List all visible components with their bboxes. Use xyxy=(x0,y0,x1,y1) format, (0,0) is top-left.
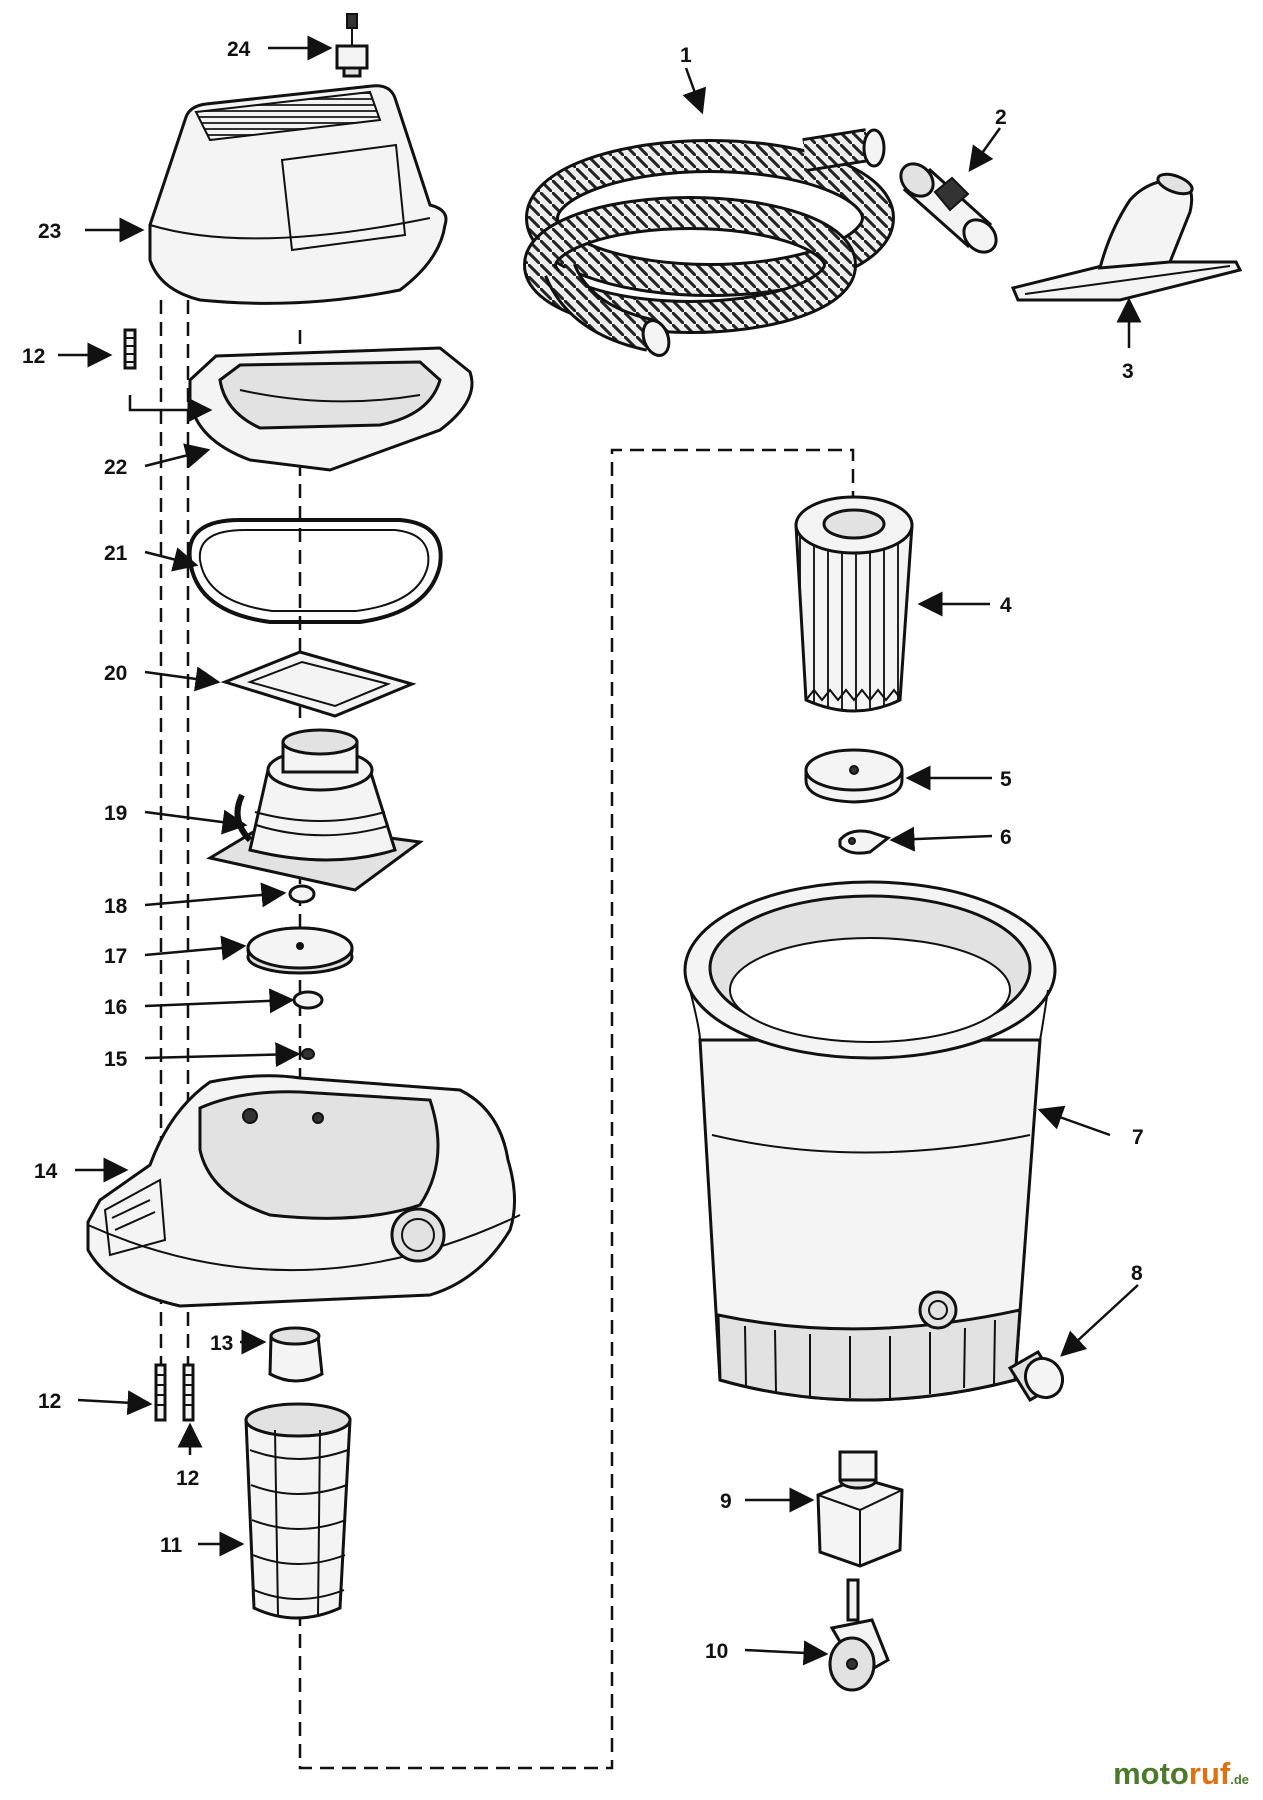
motor-cover-part xyxy=(148,84,448,305)
label-4: 4 xyxy=(1000,594,1012,617)
label-16: 16 xyxy=(104,996,127,1019)
lid-part xyxy=(188,346,474,472)
head-housing-part xyxy=(86,1074,521,1308)
caster-socket-part xyxy=(816,1450,904,1568)
washer-part xyxy=(288,884,316,904)
label-6: 6 xyxy=(1000,826,1012,849)
label-14: 14 xyxy=(34,1160,58,1183)
label-2: 2 xyxy=(995,106,1007,129)
label-24: 24 xyxy=(227,38,251,61)
label-17: 17 xyxy=(104,945,127,968)
screw-part-top xyxy=(123,328,137,370)
label-19: 19 xyxy=(104,802,127,825)
label-13: 13 xyxy=(210,1332,233,1355)
screw-part-left xyxy=(154,1363,167,1422)
watermark-part-b: ruf xyxy=(1188,1756,1231,1791)
flat-gasket-part xyxy=(220,650,417,718)
drum-tank-part xyxy=(683,880,1057,1402)
label-20: 20 xyxy=(104,662,127,685)
nut-part xyxy=(301,1048,315,1060)
label-10: 10 xyxy=(705,1640,728,1663)
cartridge-filter-part xyxy=(794,495,914,713)
part-labels: 24 23 12 22 21 20 19 18 17 16 15 14 13 1… xyxy=(22,38,1144,1663)
hose-part xyxy=(523,128,895,357)
filter-cap-part xyxy=(804,748,904,804)
label-23: 23 xyxy=(38,220,61,243)
caster-wheel-part xyxy=(828,1578,890,1692)
watermark-logo: motoruf.de xyxy=(1113,1756,1249,1792)
filter-nut-part xyxy=(838,829,892,855)
motor-assembly-part xyxy=(205,728,424,892)
label-15: 15 xyxy=(104,1048,128,1071)
label-18: 18 xyxy=(104,895,128,918)
label-12-top: 12 xyxy=(22,345,45,368)
label-5: 5 xyxy=(1000,768,1012,791)
float-cap-part xyxy=(268,1326,324,1383)
impeller-disc-part xyxy=(246,926,354,975)
floor-nozzle-part xyxy=(1010,172,1243,302)
label-7: 7 xyxy=(1132,1126,1144,1149)
watermark-part-a: moto xyxy=(1113,1756,1189,1791)
leader-arrows xyxy=(58,35,1142,1666)
label-8: 8 xyxy=(1131,1262,1143,1285)
drain-plug-part xyxy=(1007,1349,1065,1403)
label-12-bottom: 12 xyxy=(176,1467,199,1490)
float-cage-part xyxy=(244,1402,352,1620)
switch-part xyxy=(335,13,369,78)
label-22: 22 xyxy=(104,456,127,479)
watermark-part-c: .de xyxy=(1230,1772,1249,1787)
label-21: 21 xyxy=(104,542,128,565)
label-12-left: 12 xyxy=(38,1390,61,1413)
label-1: 1 xyxy=(680,44,692,67)
screw-part-right xyxy=(182,1363,195,1422)
label-9: 9 xyxy=(720,1490,732,1513)
label-11: 11 xyxy=(160,1534,183,1557)
gasket-ring-part xyxy=(187,518,443,624)
spacer-part xyxy=(292,990,324,1010)
hose-adapter-part xyxy=(899,162,998,254)
label-3: 3 xyxy=(1122,360,1134,383)
